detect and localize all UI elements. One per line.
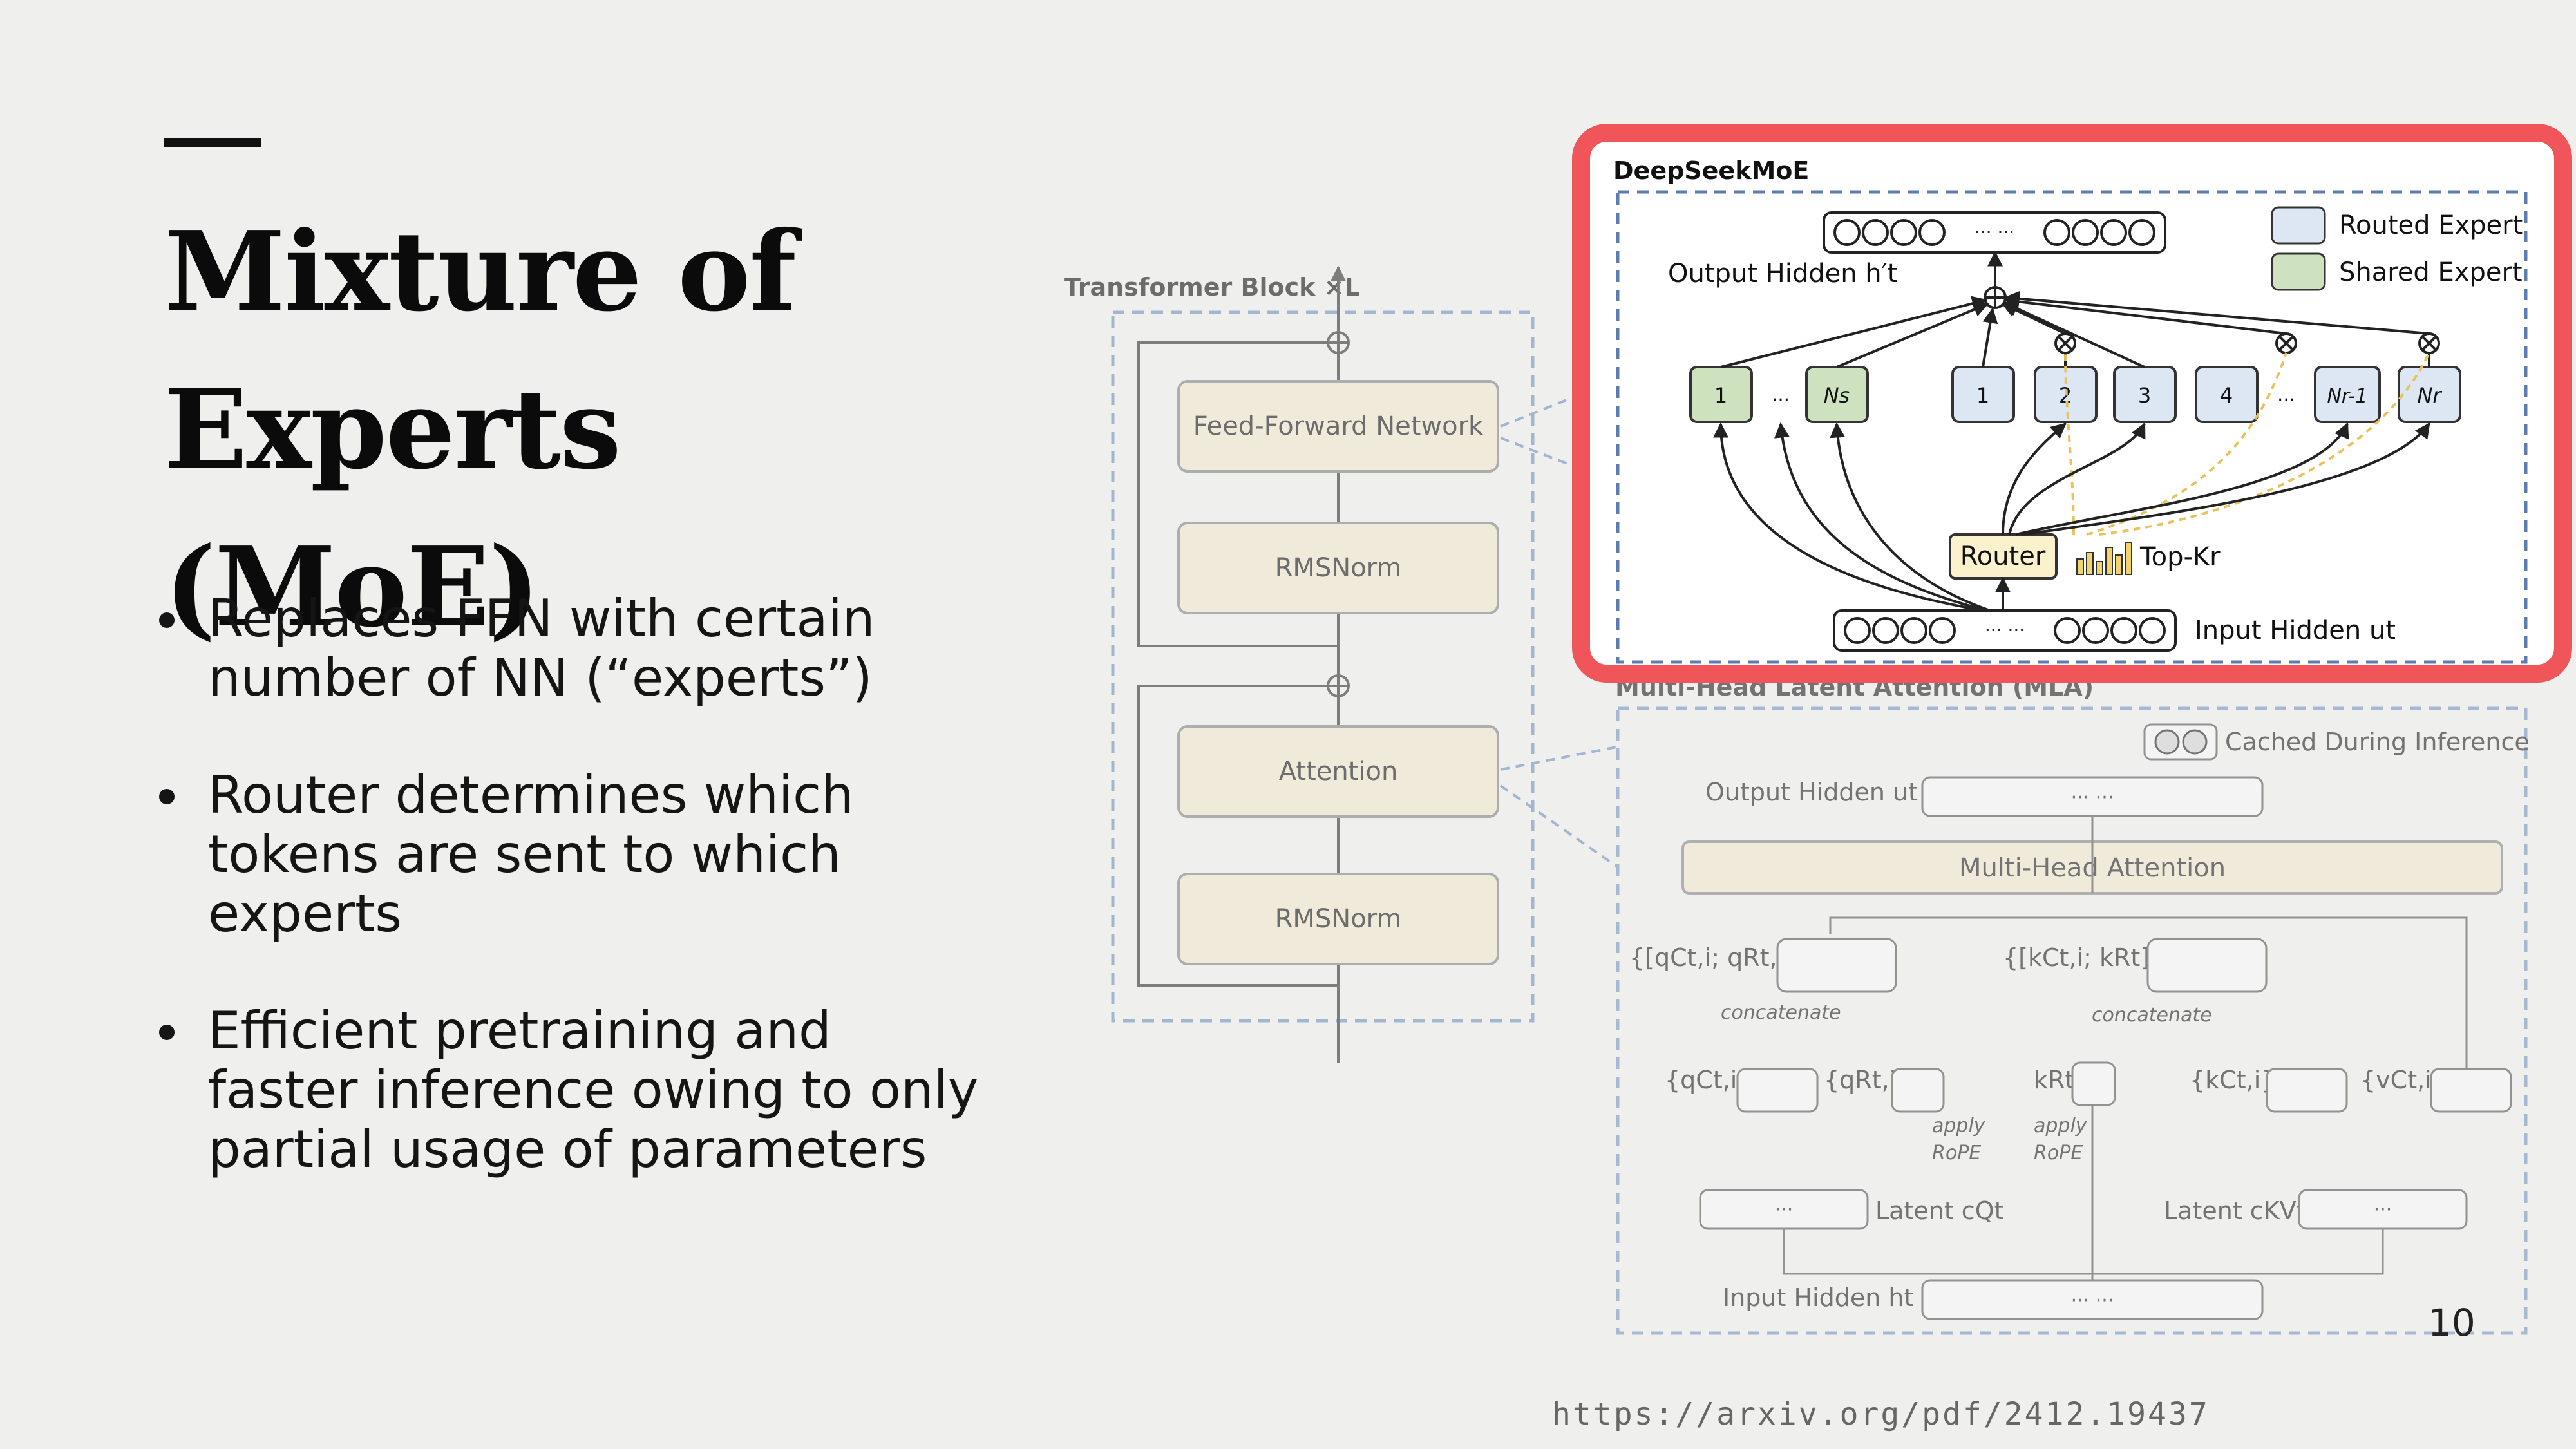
q-concatenate: concatenate (1721, 1001, 1841, 1024)
input-hidden-dots: ··· ··· (1985, 620, 2025, 641)
q-rope: RoPE (1932, 1142, 1981, 1164)
rmsnorm-block-top (1177, 522, 1499, 614)
moe-panel: DeepSeekMoE Routed Expert Shared Expert … (1572, 124, 2572, 683)
page-number: 10 (2428, 1301, 2476, 1345)
bullet-item: Replaces FFN with certain number of NN (… (158, 589, 995, 708)
routed-expert-1-label: 1 (1976, 383, 1989, 408)
kc-label: {kCt,i} (2190, 1066, 2276, 1094)
shared-expert-ns-label: Ns (1824, 383, 1850, 408)
title-accent-bar (164, 138, 261, 147)
rmsnorm-label-bottom: RMSNorm (1275, 904, 1402, 934)
bullet-item: Efficient pretraining and faster inferen… (158, 1001, 995, 1179)
bullet-text: Router determines which tokens are sent … (208, 765, 854, 943)
rmsnorm-label-top: RMSNorm (1275, 553, 1402, 583)
moe-title: DeepSeekMoE (1613, 156, 1809, 185)
shared-expert-1-label: 1 (1714, 383, 1727, 408)
legend-shared: Shared Expert (2339, 258, 2523, 287)
slide-title: Mixture of Experts (MoE) (164, 193, 1001, 667)
latent-q-label: Latent cQt (1875, 1197, 2004, 1225)
shared-experts-ellipsis: … (1772, 384, 1790, 405)
legend-routed: Routed Expert (2339, 211, 2523, 240)
mla-input-dots: ··· ··· (2071, 1289, 2114, 1312)
latent-kv-dots: ··· (2374, 1198, 2392, 1221)
mla-output-hidden: Output Hidden ut (1705, 778, 1918, 806)
bullet-text: Efficient pretraining and faster inferen… (208, 1001, 979, 1179)
rmsnorm-block-bottom (1177, 873, 1499, 965)
mla-panel: Multi-Head Latent Attention (MLA) Cached… (1615, 673, 2530, 1335)
source-link[interactable]: https://arxiv.org/pdf/2412.19437 (1552, 1396, 2210, 1432)
mla-frame (1616, 706, 2528, 1335)
routed-expert-4-label: 4 (2220, 383, 2233, 408)
shared-expert-swatch (2271, 252, 2326, 291)
ffn-block (1177, 380, 1499, 473)
routed-expert-3-label: 3 (2138, 383, 2151, 408)
cached-label: Cached During Inference (2225, 728, 2530, 756)
routed-expert-nr-1-label: Nr-1 (2327, 385, 2367, 408)
title-line-1: Mixture of (164, 207, 797, 336)
k-rope: RoPE (2034, 1142, 2083, 1164)
routed-experts: 1 2 3 4 … Nr-1 Nr (1951, 366, 2461, 423)
bullet-list: Replaces FFN with certain number of NN (… (158, 589, 995, 1237)
k-apply: apply (2034, 1115, 2088, 1137)
routed-expert-3 (2113, 366, 2177, 423)
bullet-text: Replaces FFN with certain number of NN (… (208, 589, 875, 708)
routed-expert-nr-label: Nr (2417, 383, 2442, 408)
moe-input-hidden: Input Hidden ut (2195, 616, 2396, 645)
kr-label: kRt (2034, 1066, 2074, 1094)
shared-experts: 1 … Ns (1689, 366, 1869, 423)
title-line-2: Experts (MoE) (164, 365, 621, 652)
latent-q-dots: ··· (1775, 1198, 1794, 1221)
latent-kv-label: Latent cKVt (2164, 1197, 2306, 1225)
k-concatenate: concatenate (2092, 1004, 2212, 1027)
mla-input-hidden: Input Hidden ht (1723, 1283, 1913, 1312)
routed-expert-swatch (2271, 206, 2326, 245)
attention-label: Attention (1279, 757, 1398, 786)
bullet-item: Router determines which tokens are sent … (158, 766, 995, 943)
output-hidden-dots: ··· ··· (1975, 222, 2014, 243)
ffn-label: Feed-Forward Network (1193, 412, 1484, 441)
k-concat-label: {[kCt,i; kRt]} (2003, 943, 2165, 972)
moe-output-hidden: Output Hidden h′t (1668, 259, 1897, 289)
topk-bars-icon (2076, 542, 2132, 575)
routed-experts-ellipsis: … (2277, 384, 2295, 405)
transformer-block: Transformer Block ×L Feed-Forward Networ… (1064, 265, 1618, 1063)
attention-block (1177, 725, 1499, 818)
transformer-frame (1111, 310, 1535, 1023)
topk-label: Top-Kr (2139, 542, 2221, 572)
router-label: Router (1960, 542, 2046, 571)
routed-expert-nr-1 (2314, 366, 2381, 423)
moe-frame (1616, 190, 2528, 664)
transformer-label: Transformer Block ×L (1064, 273, 1360, 301)
q-apply: apply (1932, 1115, 1986, 1137)
mla-output-dots: ··· ··· (2071, 786, 2114, 809)
routed-expert-4 (2195, 366, 2259, 423)
